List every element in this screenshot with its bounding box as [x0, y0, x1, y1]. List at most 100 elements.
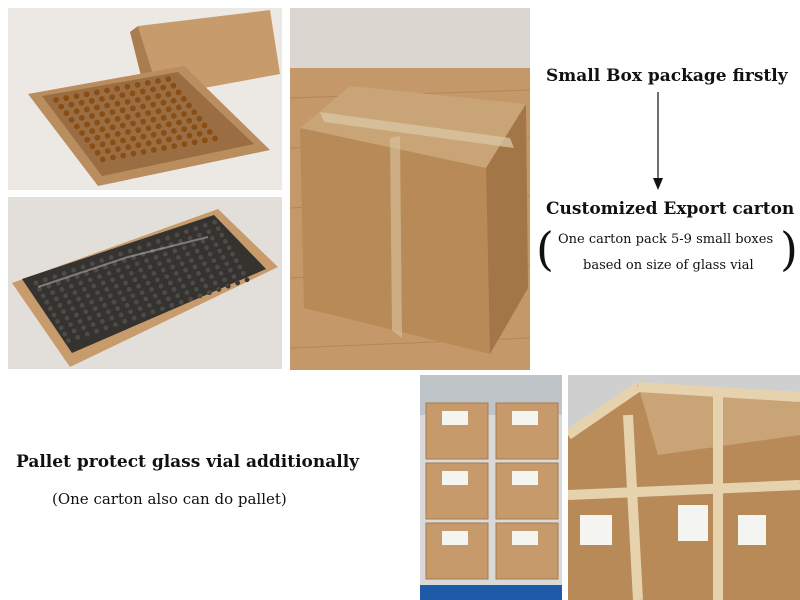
vial-cap: [181, 245, 187, 251]
vial-cap: [84, 271, 89, 276]
vial-cap: [241, 271, 246, 276]
vial-cap: [168, 242, 174, 247]
vial-cap: [63, 110, 70, 117]
down-arrow-icon: [653, 92, 663, 190]
vial-cap: [163, 251, 168, 257]
vial-cap: [150, 86, 156, 93]
vial-cap: [146, 242, 152, 247]
vial-cap: [231, 274, 237, 279]
vial-cap: [55, 319, 60, 324]
vial-cap: [201, 122, 208, 129]
vial-cap: [100, 280, 106, 286]
vial-cap: [124, 303, 130, 308]
vial-cap: [71, 328, 77, 334]
vial-cap: [218, 271, 224, 276]
vial-cap: [206, 129, 213, 135]
vial-cap: [138, 267, 144, 273]
vial-cap: [175, 89, 182, 96]
vial-cap: [160, 114, 167, 121]
vial-cap: [188, 296, 194, 302]
vial-cap: [204, 245, 210, 251]
vial-cap: [99, 258, 105, 263]
vial-cap: [155, 78, 161, 84]
vial-cap: [186, 117, 193, 124]
vial-cap: [176, 134, 183, 141]
vial-cap: [129, 105, 136, 112]
vial-cap: [134, 97, 141, 103]
vial-cap: [212, 135, 218, 142]
vial-cap: [73, 123, 80, 130]
vial-cap: [160, 99, 167, 106]
vial-cap: [89, 143, 96, 150]
vial-cap: [160, 130, 167, 136]
vial-cap: [110, 277, 115, 283]
vial-cap: [83, 106, 90, 113]
vial-cap: [114, 85, 121, 92]
vial-cap: [52, 274, 58, 279]
vial-cap: [226, 245, 232, 251]
vial-cap: [183, 267, 189, 273]
vial-cap: [132, 277, 138, 283]
vial-cap: [108, 293, 113, 299]
vial-cap: [144, 80, 151, 86]
vial-cap: [113, 283, 119, 289]
vial-cap: [181, 141, 188, 148]
vial-cap: [170, 264, 176, 270]
vial-cap: [58, 103, 65, 110]
vial-cap: [70, 306, 76, 311]
vial-cap: [93, 267, 99, 273]
vial-cap: [124, 98, 131, 105]
vial-cap: [211, 258, 217, 263]
vial-cap: [92, 306, 98, 311]
vial-cap: [155, 123, 162, 130]
vial-cap: [119, 274, 125, 279]
vial-cap: [189, 258, 194, 263]
vial-cap: [196, 115, 203, 122]
vial-cap: [164, 274, 170, 279]
vial-cap: [191, 242, 197, 247]
vial-cap: [212, 219, 218, 225]
vial-cap: [76, 296, 81, 302]
shrink-wrapped-vial-tray-photo: [8, 197, 282, 369]
vial-cap: [145, 95, 151, 101]
vial-cap: [165, 121, 172, 128]
vial-cap: [89, 299, 94, 305]
vial-cap: [106, 271, 112, 276]
vial-cap: [212, 280, 218, 286]
vial-cap: [104, 117, 111, 124]
vial-cap: [219, 232, 225, 238]
export-note-line1: One carton pack 5-9 small boxes: [558, 232, 774, 247]
vial-cap: [141, 312, 147, 318]
vial-cap: [171, 143, 178, 150]
vial-cap: [118, 312, 124, 318]
vial-cap: [162, 290, 168, 295]
vial-cap: [48, 306, 53, 311]
vial-cap: [150, 131, 157, 138]
vial-cap: [119, 92, 126, 99]
vial-cap: [171, 128, 177, 134]
vial-cap: [103, 325, 109, 331]
vial-cap: [53, 97, 59, 103]
vial-cap: [122, 319, 128, 324]
vial-cap: [104, 87, 110, 94]
vial-cap: [91, 283, 97, 289]
vial-cap: [140, 148, 147, 155]
vial-cap: [197, 232, 202, 238]
vial-cap: [94, 104, 100, 111]
vial-cap: [215, 226, 221, 231]
vial-cap: [147, 303, 152, 308]
vial-cap: [61, 271, 67, 276]
carton-label: [512, 411, 538, 425]
vial-cap: [175, 104, 182, 111]
vial-cap: [159, 245, 165, 251]
step-export-carton-label: Customized Export carton: [546, 199, 795, 219]
vial-cap: [215, 264, 220, 270]
vial-cap: [65, 277, 71, 283]
vial-cap: [155, 108, 162, 115]
vial-cap: [75, 335, 81, 340]
vial-cap: [100, 319, 105, 324]
vial-cap: [88, 98, 95, 104]
carton-label: [442, 531, 468, 545]
vial-cap: [78, 115, 85, 121]
vial-cap: [205, 267, 211, 273]
